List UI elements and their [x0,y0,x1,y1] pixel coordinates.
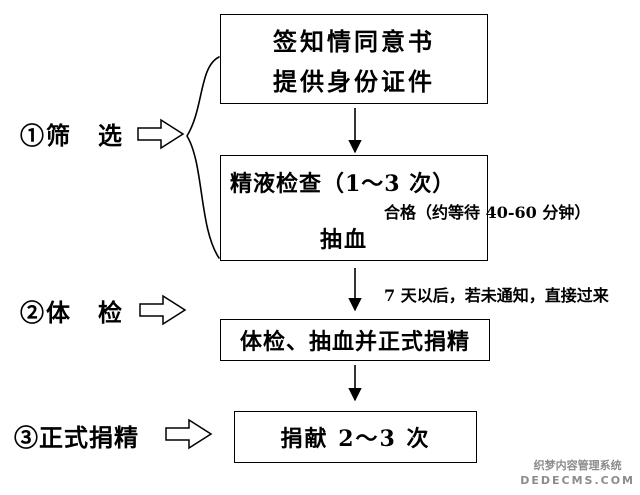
consent-box: 签知情同意书 提供身份证件 [220,14,488,104]
after-7-days-note: 7 天以后，若未通知，直接过来 [384,286,609,305]
step3-label: ③正式捐精 [14,423,139,452]
step1-label: ①筛 选 [20,121,124,150]
grouping-brace [186,56,220,259]
semen-test-qualified-note: 合格（约等待 40-60 分钟） [384,203,591,222]
step2-label: ②体 检 [20,298,124,327]
block-arrow-step2 [139,294,187,326]
consent-line1: 签知情同意书 [273,26,435,56]
watermark-domain: DEDECMS.COM [520,474,635,488]
consent-line2: 提供身份证件 [273,66,435,96]
watermark-cn: 织梦内容管理系统 [533,459,622,473]
donation-text: 捐献 2～3 次 [280,426,431,452]
semen-test-title: 精液检查（1～3 次） [230,171,456,197]
watermark: 织梦内容管理系统 DEDECMS.COM [520,459,635,489]
block-arrow-step3 [165,418,213,450]
semen-test-box: 精液检查（1～3 次） 合格（约等待 40-60 分钟） 抽血 [220,155,590,261]
donation-box: 捐献 2～3 次 [234,411,477,463]
checkup-box: 体检、抽血并正式捐精 [220,319,490,361]
blood-draw-label: 抽血 [320,227,369,253]
checkup-text: 体检、抽血并正式捐精 [239,329,470,355]
block-arrow-step1 [137,118,185,150]
